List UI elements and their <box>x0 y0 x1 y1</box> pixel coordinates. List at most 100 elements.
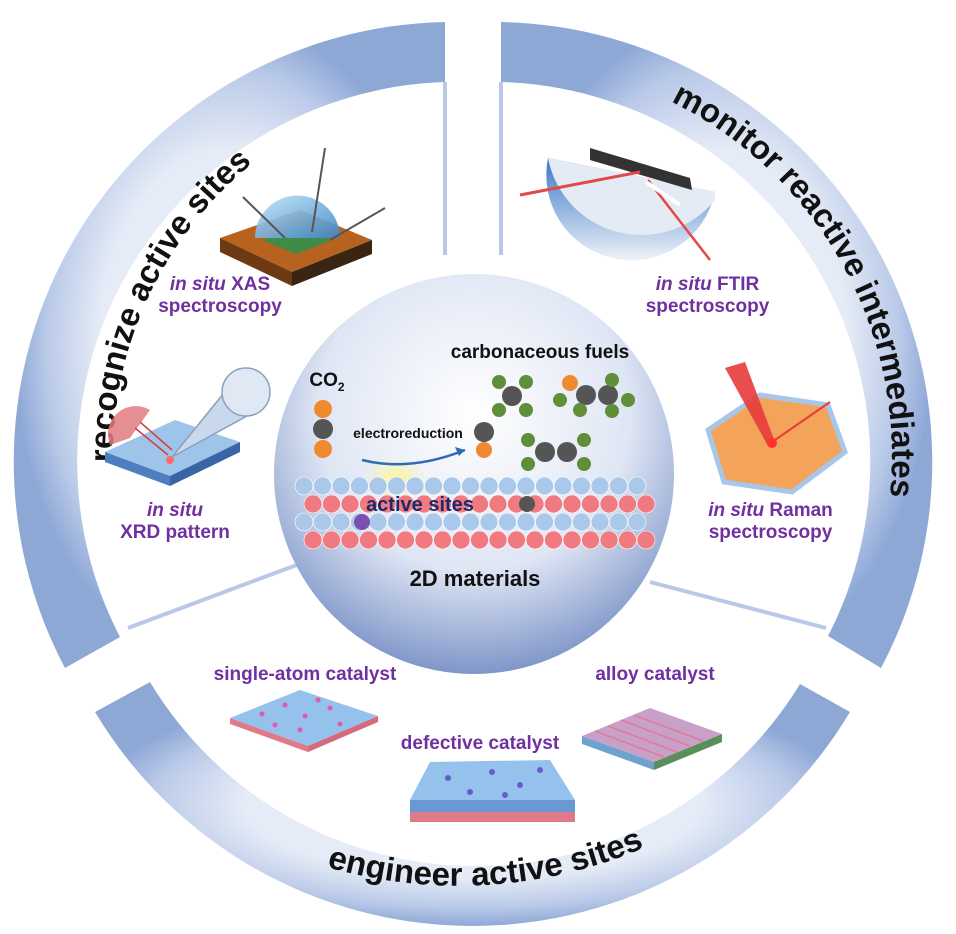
lattice-atom <box>294 476 314 496</box>
lattice-atom <box>553 476 573 496</box>
raman-italic: in situ <box>708 500 765 521</box>
lattice-atom <box>553 512 573 532</box>
ftir-label: in situ FTIR spectroscopy <box>615 274 800 318</box>
lattice-atom <box>331 476 351 496</box>
fuel-molecule-methane <box>492 375 533 417</box>
co2-label: CO2 <box>302 370 352 395</box>
lattice-atom <box>461 476 480 496</box>
lattice-atom <box>303 494 323 514</box>
lattice-atom <box>525 530 545 550</box>
xas-line2: spectroscopy <box>158 295 282 317</box>
lattice-atom <box>498 476 517 496</box>
xrd-illustration <box>105 367 271 486</box>
lattice-atom <box>581 494 600 514</box>
ring-segment-left <box>13 22 446 668</box>
lattice-atom <box>618 494 637 514</box>
lattice-atom <box>387 476 406 496</box>
lattice-atom <box>609 512 628 532</box>
fuel-molecule-ethanol <box>553 373 635 418</box>
lattice-atom <box>581 530 600 550</box>
lattice-atom <box>359 530 378 550</box>
co2-subscript: 2 <box>337 379 345 394</box>
fuels-label: carbonaceous fuels <box>450 342 630 363</box>
lattice-atom <box>368 476 388 496</box>
2d-material-lattice <box>294 476 656 550</box>
materials-label: 2D materials <box>409 566 541 591</box>
defective-label: defective catalyst <box>400 733 560 754</box>
lattice-atom <box>442 512 462 532</box>
lattice-atom <box>479 476 499 496</box>
lattice-atom <box>562 530 582 550</box>
lattice-atom <box>516 512 536 532</box>
lattice-atom <box>562 494 582 514</box>
lattice-atom <box>303 530 323 550</box>
xas-label: in situ XAS spectroscopy <box>130 274 310 318</box>
active-sites-label: active sites <box>366 494 474 516</box>
lattice-atom <box>433 494 452 514</box>
lattice-atom <box>451 494 471 514</box>
lattice-atom <box>424 512 443 532</box>
lattice-atom <box>414 530 434 550</box>
lattice-atom <box>359 494 378 514</box>
lattice-atom <box>488 494 508 514</box>
ftir-italic: in situ <box>655 274 712 295</box>
ring-segment-right <box>501 22 933 668</box>
lattice-atom <box>442 476 462 496</box>
lattice-atom <box>396 494 415 514</box>
defective-catalyst-sheet <box>410 760 575 822</box>
alloy-catalyst-sheet <box>582 708 722 770</box>
lattice-atom <box>599 494 619 514</box>
lattice-atom <box>572 512 591 532</box>
xrd-label: in situ XRD pattern <box>90 500 260 544</box>
lattice-atom <box>627 512 647 532</box>
lattice-atom <box>433 530 452 550</box>
lattice-atom <box>590 512 610 532</box>
ftir-line2: spectroscopy <box>645 295 770 317</box>
lattice-atom <box>572 476 591 496</box>
lattice-atom <box>627 476 647 496</box>
lattice-atom <box>396 530 415 550</box>
lattice-atom <box>340 530 360 550</box>
lattice-atom <box>405 512 425 532</box>
raman-illustration <box>705 362 848 495</box>
lattice-atom <box>414 494 434 514</box>
xas-technique: XAS <box>225 274 271 295</box>
lattice-atom <box>535 512 554 532</box>
divider-right <box>649 580 827 630</box>
lattice-atom <box>535 476 554 496</box>
lattice-atom <box>470 494 489 514</box>
raman-technique: Raman <box>764 500 833 521</box>
lattice-atom <box>350 476 369 496</box>
lattice-atom <box>544 494 563 514</box>
lattice-atom <box>377 494 397 514</box>
lattice-atom <box>340 494 360 514</box>
co2-main: CO <box>309 370 338 391</box>
lattice-atom <box>507 530 526 550</box>
lattice-atom <box>322 494 341 514</box>
lattice-atom <box>618 530 637 550</box>
lattice-atom <box>544 530 563 550</box>
co-oxygen-atom <box>476 442 492 458</box>
lattice-atom <box>313 476 332 496</box>
lattice-atom <box>590 476 610 496</box>
alloy-label: alloy catalyst <box>595 664 715 685</box>
lattice-atom <box>451 530 471 550</box>
lattice-atom <box>470 530 489 550</box>
raman-label: in situ Raman spectroscopy <box>688 500 853 544</box>
co2-oxygen-atom <box>314 400 332 418</box>
xas-instrument-illustration <box>220 147 386 286</box>
lattice-atom <box>636 494 656 514</box>
lattice-atom <box>322 530 341 550</box>
raman-line2: spectroscopy <box>708 521 833 543</box>
central-sphere <box>274 274 674 674</box>
lattice-atom <box>488 530 508 550</box>
lattice-atom <box>377 530 397 550</box>
lattice-atom <box>331 512 351 532</box>
divider-left <box>127 558 311 630</box>
lattice-atom <box>387 512 406 532</box>
single-atom-catalyst-sheet <box>230 690 378 752</box>
co2-carbon-atom <box>313 419 333 439</box>
ftir-illustration <box>519 148 715 261</box>
